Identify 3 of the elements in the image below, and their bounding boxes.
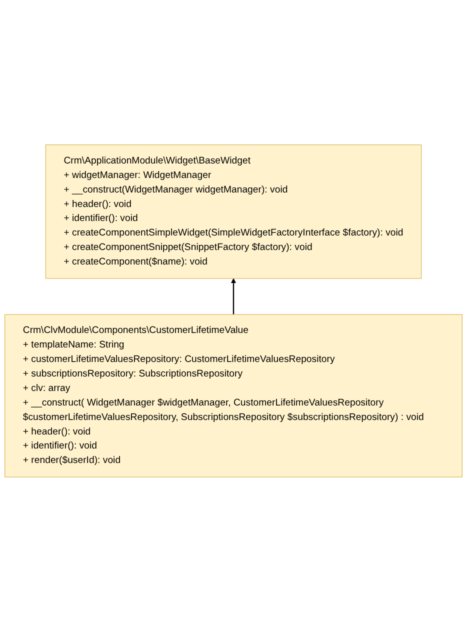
node-box: Crm\ClvModule\Components\CustomerLifetimeValue + templateName: String + customerLifetimeValuesRepository: CustomerLifetimeValuesRepository + subscriptionsRepository: SubscriptionsRepository + clv: array + __construct( WidgetManager $widgetManager, CustomerLifetimeValuesRepository $customerLifetimeValuesRepository, SubscriptionsRepository $subscriptionsRepository) : void + header(): void + identifier(): void + render($userId): void [4, 314, 462, 478]
node-box: Crm\ApplicationModule\Widget\BaseWidget + widgetManager: WidgetManager + __construct(WidgetManager widgetManager): void + header(): void + identifier(): void + createComponentSimpleWidget(SimpleWidgetFactoryInterface $factory): void + createComponentSnippet(SnippetFactory $factory): void + createComponent($name): void [45, 144, 422, 279]
arrow [230, 278, 236, 315]
